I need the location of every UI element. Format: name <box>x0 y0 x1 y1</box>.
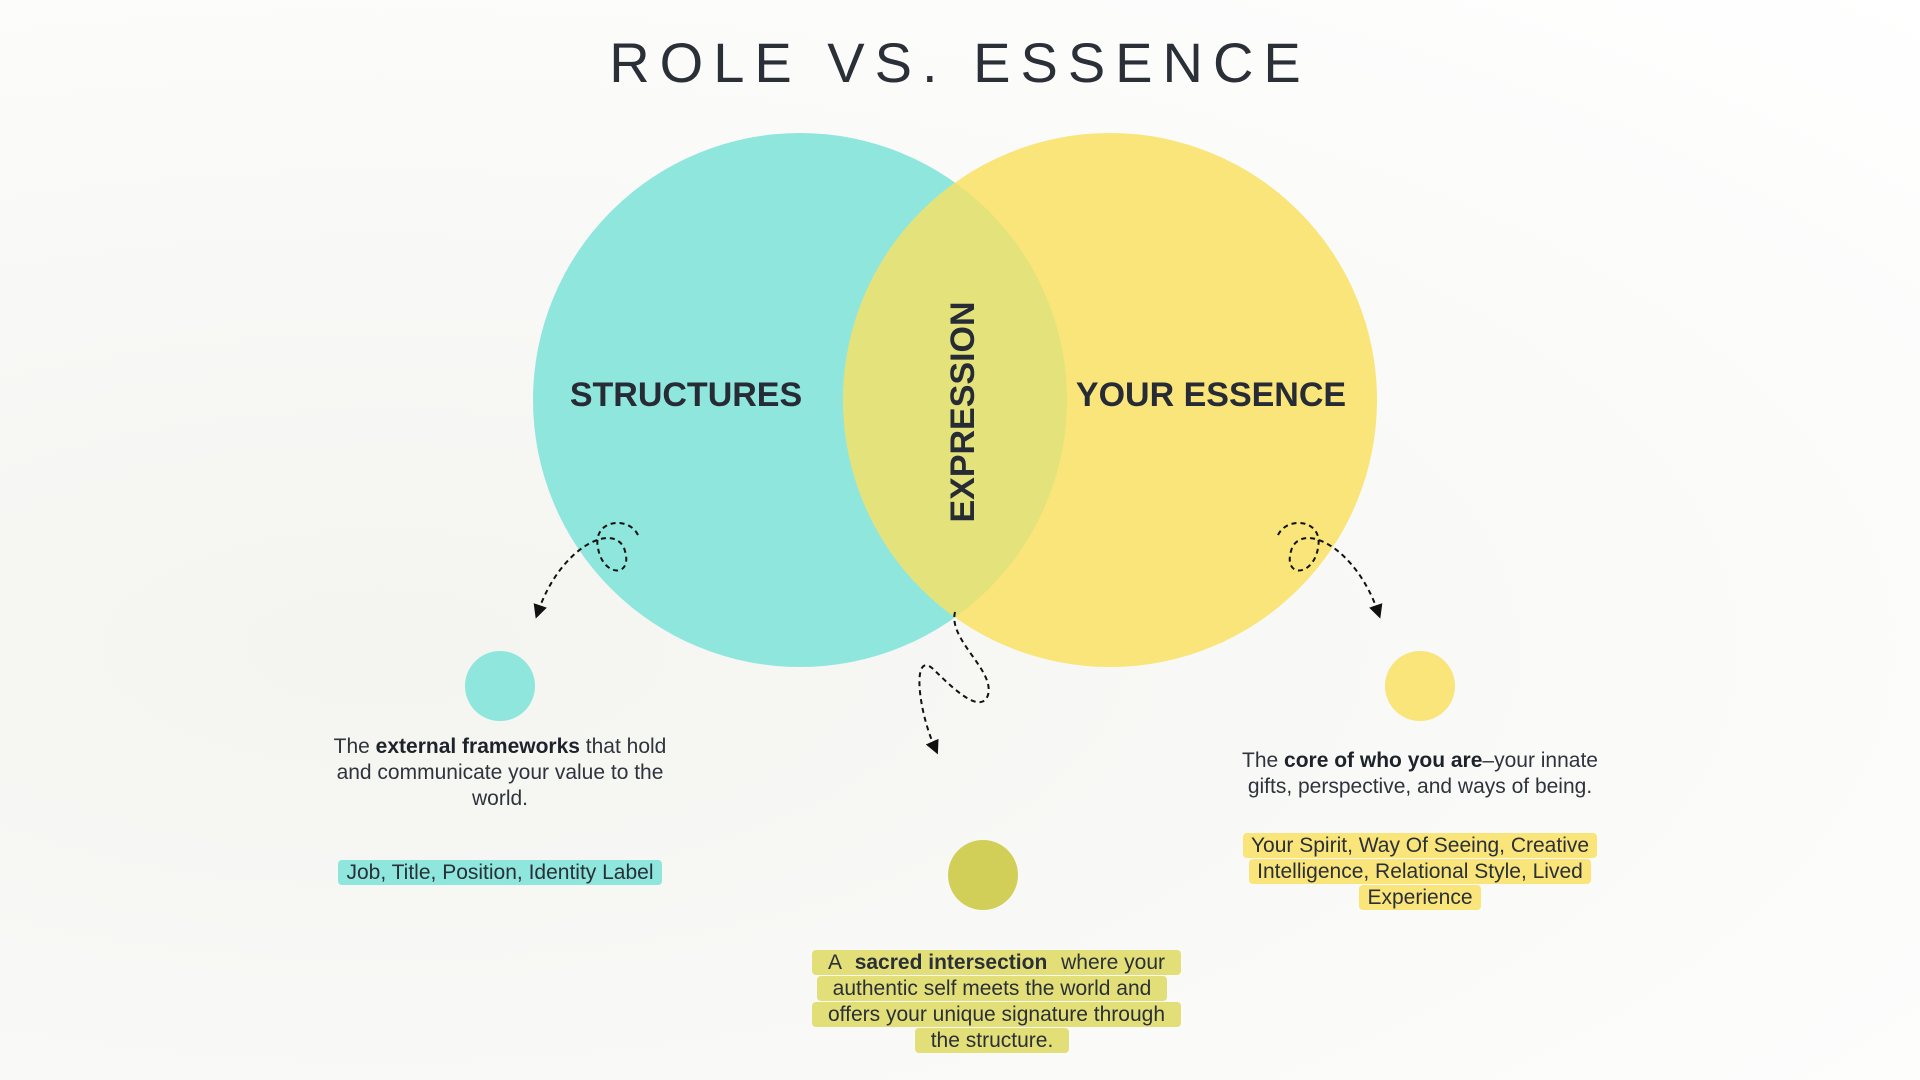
essence-label: YOUR ESSENCE <box>1076 376 1346 414</box>
page-title: ROLE VS. ESSENCE <box>609 31 1311 94</box>
essence-tag: Your Spirit, Way Of Seeing, Creative Int… <box>1236 833 1604 911</box>
structures-description: The external frameworks that hold and co… <box>333 735 667 810</box>
expression-description-emphasis: sacred intersection <box>854 951 1048 974</box>
structures-tag: Job, Title, Position, Identity Label <box>318 860 682 886</box>
expression-overlap <box>843 133 1067 667</box>
essence-description-emphasis: core of who you are <box>1284 749 1483 772</box>
structures-description-emphasis: external frameworks <box>375 735 580 758</box>
essence-arrow-icon <box>1277 521 1383 619</box>
expression-dot <box>948 840 1018 910</box>
structures-label: STRUCTURES <box>570 376 802 414</box>
structures-dot <box>465 651 535 721</box>
expression-label: EXPRESSION <box>944 301 982 522</box>
structures-arrow-icon <box>533 521 639 619</box>
essence-dot <box>1385 651 1455 721</box>
essence-description: The core of who you are–your innate gift… <box>1242 749 1598 798</box>
expression-description: A sacred intersection where your authent… <box>812 950 1182 1054</box>
expression-arrow-icon <box>918 611 990 755</box>
